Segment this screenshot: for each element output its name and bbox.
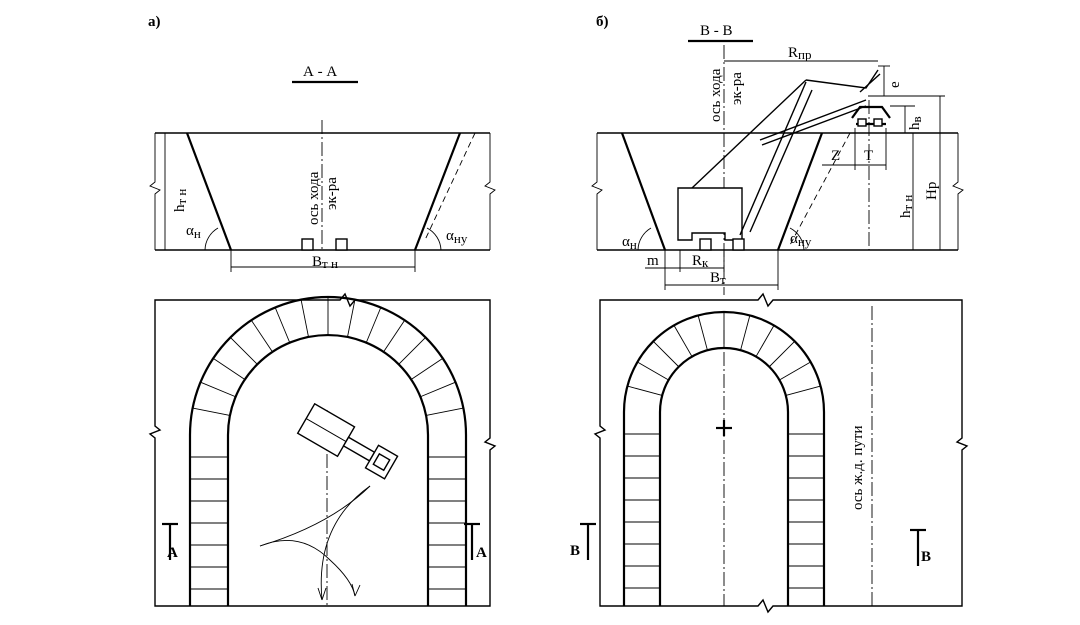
stick-b (739, 81, 807, 236)
swing-arc-a-3 (259, 539, 356, 597)
width-label-a: Вт н (312, 254, 338, 271)
break-right-a (484, 133, 496, 250)
z-label: Z (831, 148, 840, 164)
brick-joint (740, 315, 751, 351)
mark-left-b: В (570, 543, 580, 559)
track-left-a (301, 238, 314, 251)
brick-joint (192, 407, 231, 416)
brick-joint (425, 407, 464, 416)
mark-left-a: А (167, 545, 178, 561)
track-left-b (699, 238, 712, 251)
section-b-title: В - В (700, 23, 733, 39)
bt-label: Вт (710, 270, 726, 287)
axis-label-a-1: ось хода (306, 171, 322, 225)
break-left-a (149, 133, 161, 250)
axis-label-b-2: эк-ра (729, 72, 745, 105)
arch-bricks-b (624, 312, 824, 589)
panel-b-letter: б) (596, 14, 609, 30)
alpha-right-a: αну (446, 228, 468, 246)
track-right-b (732, 238, 745, 251)
angle-arc-left-a (204, 227, 219, 251)
bucket-b (805, 69, 879, 89)
brick-joint (200, 381, 236, 398)
panel-a-section: а) А - А ось хода эк-ра hт н αн αну Вт н (148, 14, 496, 272)
h-label-a: hт н (172, 189, 189, 212)
brick-joint (755, 325, 775, 357)
angle-arc-left-b (637, 227, 652, 251)
brick-joint (213, 357, 246, 380)
mark-right-a: А (476, 545, 487, 561)
brick-joint (779, 361, 811, 381)
rk-label: Rк (692, 253, 709, 270)
swing-arc-a-1 (259, 485, 371, 547)
arch-inner-a (226, 333, 430, 606)
slope-right-a (413, 132, 462, 251)
mark-right-b: В (921, 549, 931, 565)
angle-arc-right-a (426, 227, 442, 251)
brick-joint (300, 299, 309, 338)
axis-label-b-1: ось хода (708, 68, 724, 122)
plan-frame-a (148, 292, 497, 607)
rail-axis-label: ось ж.д. пути (850, 426, 866, 510)
brick-joint (383, 320, 406, 353)
rail-car-b (851, 105, 891, 119)
hr-label: Hр (924, 182, 940, 200)
excavator-body-b (677, 187, 743, 241)
brick-joint (398, 337, 426, 365)
alpha-right-b: αну (790, 231, 812, 249)
brick-joint (627, 385, 663, 396)
brick-joint (410, 357, 443, 380)
panel-a-plan: А А (148, 292, 497, 607)
e-label: e (887, 81, 903, 88)
brick-joint (274, 307, 291, 343)
boom-b (691, 79, 807, 189)
slope-right-dashed-a (424, 132, 476, 241)
panel-b-plan: ось ж.д. пути В В (570, 292, 969, 614)
brick-joint (697, 315, 708, 351)
stick-b-2 (749, 89, 813, 233)
panel-b-section: б) В - В ось хода эк-ра (591, 14, 964, 295)
plan-frame-b (593, 292, 969, 614)
track-right-a (335, 238, 348, 251)
break-left-b (591, 133, 603, 250)
section-a-title: А - А (303, 64, 337, 80)
break-right-b (952, 133, 964, 250)
brick-joint (230, 337, 258, 365)
htn-label-b: hт н (898, 195, 915, 218)
axis-label-a-2: эк-ра (324, 177, 340, 210)
t-label: T (864, 148, 873, 164)
slope-right-b (776, 132, 824, 251)
brick-joint (652, 340, 680, 368)
alpha-left-a: αн (186, 223, 201, 241)
brick-joint (673, 325, 693, 357)
slope-left-a (185, 132, 233, 251)
angle-arc-right-b (789, 227, 805, 251)
hv-label: hв (907, 116, 924, 130)
brick-joint (768, 340, 796, 368)
rpr-label: Rпр (788, 45, 811, 62)
brick-joint (420, 381, 456, 398)
slope-right-dashed-b (789, 132, 851, 246)
brick-joint (637, 361, 669, 381)
alpha-left-b: αн (622, 234, 637, 252)
brick-joint (785, 385, 821, 396)
panel-a-letter: а) (148, 14, 161, 30)
brick-joint (365, 307, 382, 343)
swing-arc-a-2 (320, 485, 371, 601)
arch-bricks-a (190, 297, 466, 590)
brick-joint (250, 320, 273, 353)
brick-joint (347, 299, 356, 338)
excavator-plan-a (296, 402, 399, 480)
slope-left-b (620, 132, 667, 251)
boom-plan (342, 436, 376, 462)
handle-b (759, 99, 867, 141)
m-label: m (647, 253, 659, 269)
